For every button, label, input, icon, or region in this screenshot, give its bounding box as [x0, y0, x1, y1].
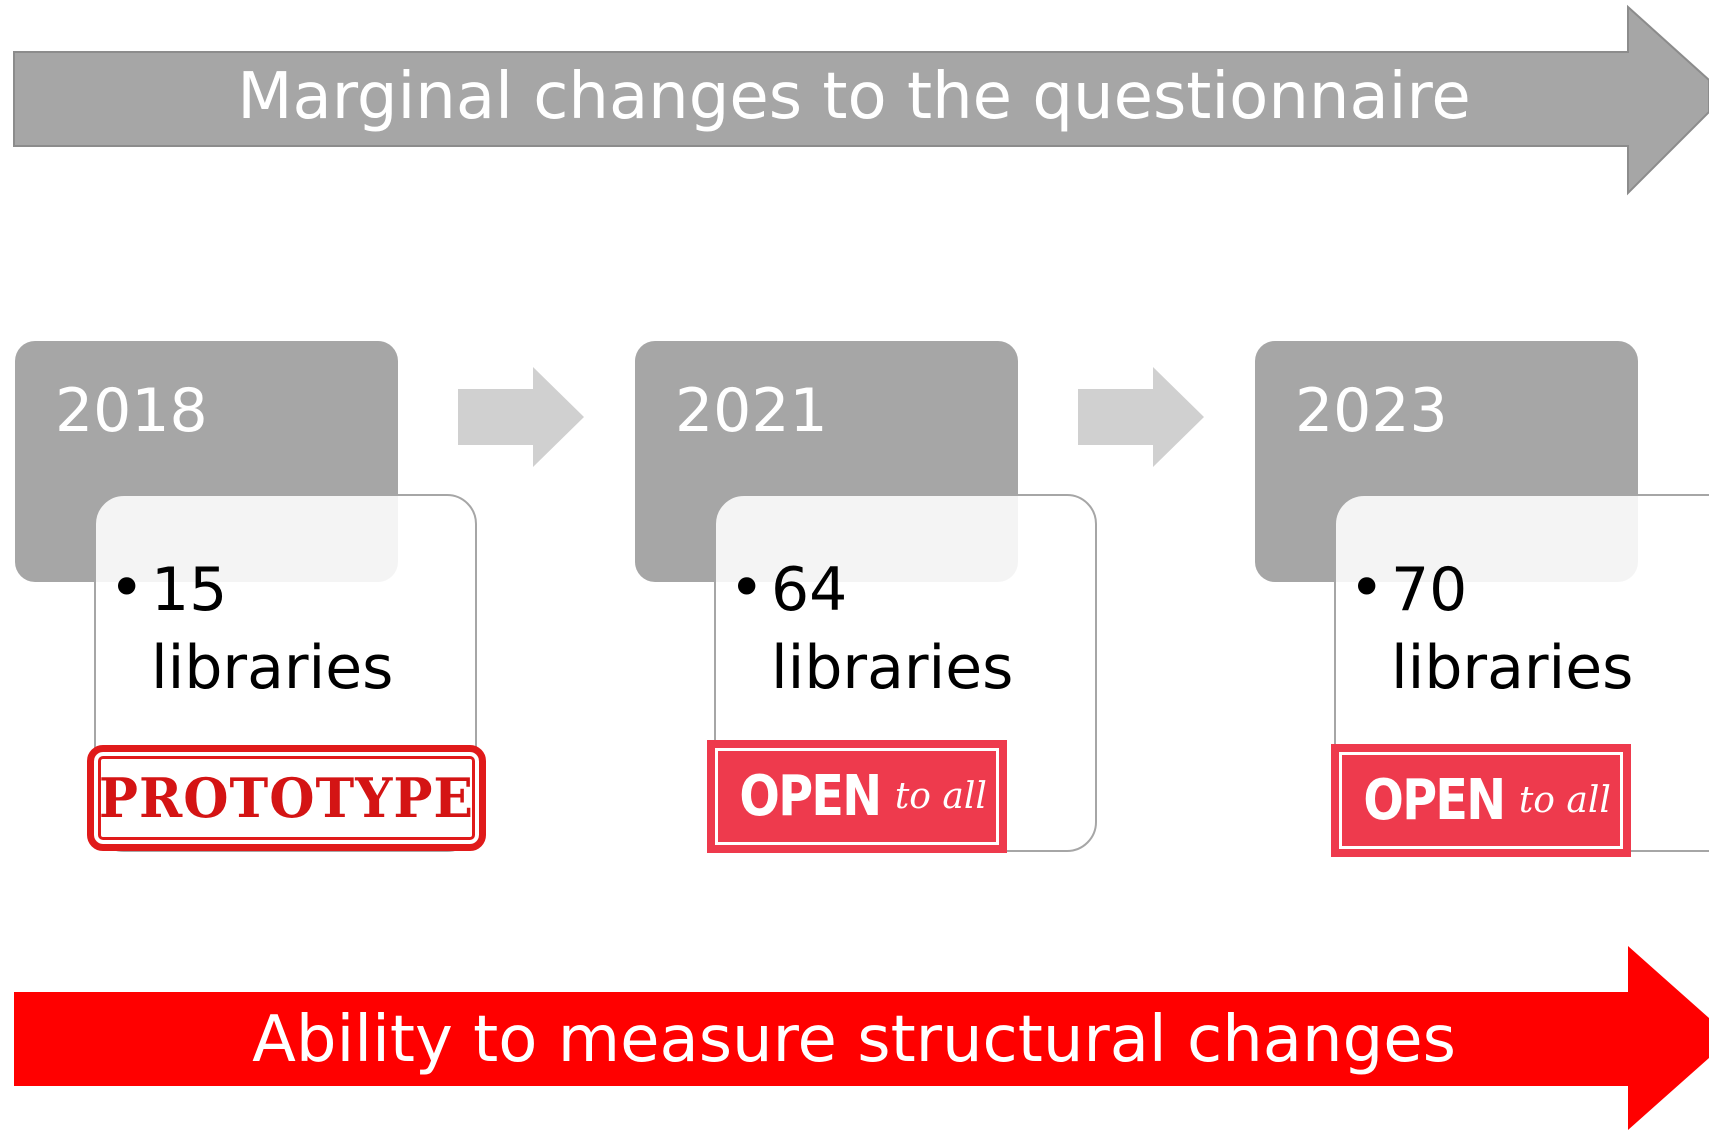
library-count: 70	[1391, 555, 1468, 625]
top-arrow-label: Marginal changes to the questionnaire	[237, 60, 1471, 134]
year-label: 2023	[1295, 376, 1448, 446]
detail-text: • 70 libraries	[1349, 551, 1634, 707]
open-to-all-stamp: OPEN to all	[1331, 744, 1631, 857]
to-all-word: to all	[1518, 780, 1611, 821]
library-count: 15	[151, 555, 228, 625]
bullet-icon: •	[729, 553, 765, 623]
year-label: 2018	[55, 376, 208, 446]
bottom-arrow-label: Ability to measure structural changes	[252, 1003, 1456, 1077]
detail-text: • 15 libraries	[109, 551, 394, 707]
library-unit: libraries	[1391, 633, 1634, 703]
year-box-2021: 2021	[635, 341, 1018, 582]
library-unit: libraries	[151, 633, 394, 703]
open-to-all-stamp: OPEN to all	[707, 740, 1007, 853]
to-all-word: to all	[894, 776, 987, 817]
prototype-stamp: PROTOTYPE	[87, 745, 486, 851]
prototype-stamp-text: PROTOTYPE	[98, 765, 475, 831]
step-arrow-1	[458, 367, 584, 467]
library-count: 64	[771, 555, 848, 625]
year-label: 2021	[675, 376, 828, 446]
bullet-icon: •	[109, 553, 145, 623]
library-unit: libraries	[771, 633, 1014, 703]
open-word: OPEN	[739, 764, 882, 829]
step-arrow-2	[1078, 367, 1204, 467]
detail-text: • 64 libraries	[729, 551, 1014, 707]
bottom-arrow-shape	[14, 946, 1709, 1130]
top-arrow-shape	[13, 4, 1709, 196]
open-word: OPEN	[1363, 768, 1506, 833]
bullet-icon: •	[1349, 553, 1385, 623]
